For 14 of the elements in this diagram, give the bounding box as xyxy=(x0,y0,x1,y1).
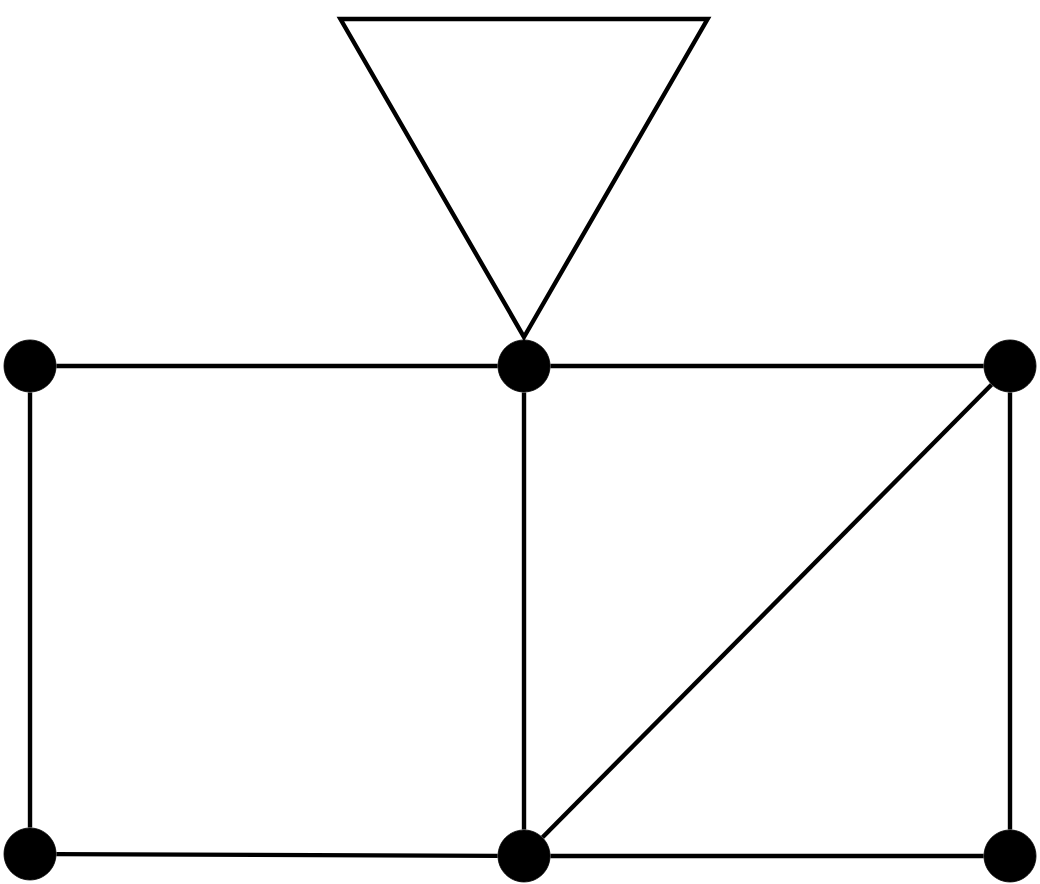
edge-line xyxy=(541,383,993,839)
dot xyxy=(983,829,1037,883)
edge-line xyxy=(56,363,498,369)
dot xyxy=(497,829,551,883)
edge-line xyxy=(27,392,33,828)
dot xyxy=(3,827,57,881)
dot xyxy=(3,339,57,393)
edge-line xyxy=(56,851,498,859)
dot xyxy=(983,339,1037,393)
edge-line xyxy=(521,392,527,830)
edge-line xyxy=(1007,392,1013,830)
edge-line xyxy=(550,853,984,859)
dot xyxy=(497,339,551,393)
edge-line xyxy=(550,363,984,369)
